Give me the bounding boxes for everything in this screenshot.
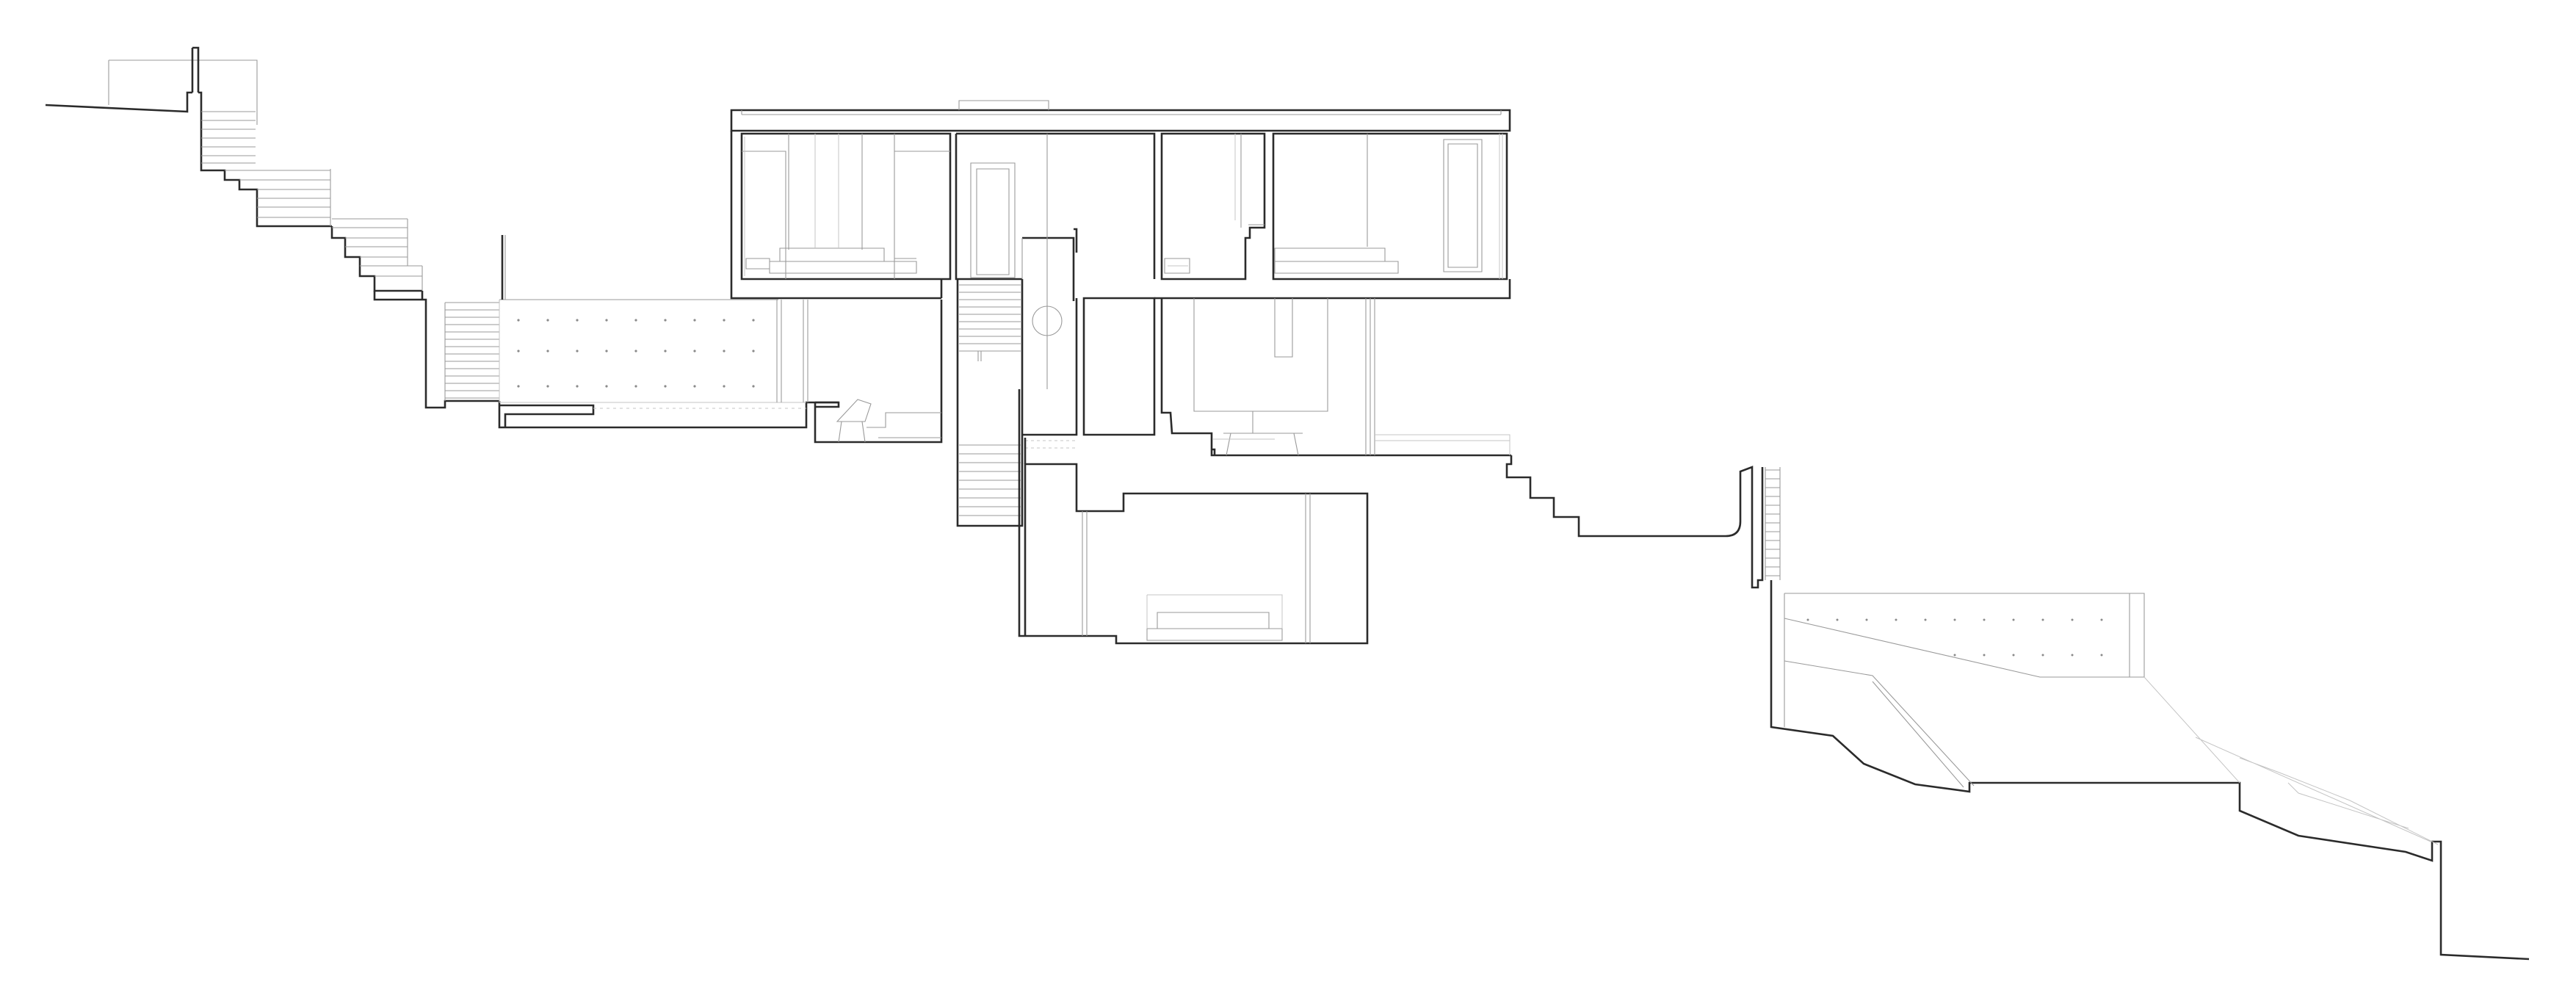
left-ground-line xyxy=(45,91,192,113)
lounge-room xyxy=(814,300,943,444)
upper-exterior-stairs xyxy=(198,91,423,292)
central-stair-treads xyxy=(959,284,1021,344)
pool-coping xyxy=(499,300,806,403)
pool-wall-left xyxy=(373,291,499,409)
stair-void xyxy=(1021,134,1048,389)
pool-stair-treads xyxy=(445,302,499,399)
bathroom-tile xyxy=(1168,134,1236,267)
roof-slab xyxy=(730,109,1511,132)
pool-terrace xyxy=(373,235,839,429)
pool-step-ledge xyxy=(499,404,595,427)
bedroom-1-walls xyxy=(740,132,952,281)
bed-3 xyxy=(1146,612,1283,641)
living-room-interior xyxy=(1193,298,1375,455)
lower-level xyxy=(1018,389,1369,645)
living-glazing xyxy=(1213,434,1510,455)
pool-tile-dots xyxy=(517,319,755,388)
lower-pool-dots xyxy=(1806,618,2103,657)
lounge-bench xyxy=(866,412,941,438)
central-stair-stringer xyxy=(956,279,1024,527)
roof-skylight xyxy=(958,100,1049,110)
central-core xyxy=(1082,297,1156,436)
upper-volume xyxy=(730,100,1511,389)
lounge-step xyxy=(815,401,840,408)
roof-parapet xyxy=(741,110,1502,115)
right-terrain xyxy=(1505,455,1781,589)
bathroom-fixtures xyxy=(1164,134,1265,274)
bedroom-2-window xyxy=(1367,134,1483,272)
middle-level xyxy=(956,279,1511,527)
lower-garden xyxy=(1770,580,2530,961)
lower-walls xyxy=(1018,389,1369,645)
stair-profile-lower xyxy=(330,226,422,292)
living-room-walls xyxy=(1160,298,1511,457)
lounge-chair xyxy=(836,399,872,443)
lounge-walls xyxy=(814,300,943,444)
bedroom-2-walls xyxy=(1272,132,1508,281)
left-wall-outline xyxy=(108,59,258,125)
mid-floor-left xyxy=(1022,298,1078,436)
right-stair-treads xyxy=(1765,467,1781,580)
dining-table xyxy=(1223,411,1303,456)
bed-1 xyxy=(745,247,917,274)
bedroom-2-glazing xyxy=(1499,134,1503,279)
lower-pool-profile xyxy=(1770,580,2530,961)
stair-landing xyxy=(959,350,1021,361)
lower-pool-surface xyxy=(1784,618,2144,788)
left-retaining-post xyxy=(191,46,200,93)
lower-glazing xyxy=(1082,493,1311,643)
right-exterior-steps xyxy=(1505,455,1764,589)
stair-railing-upper xyxy=(1022,228,1078,301)
stair-profile xyxy=(198,91,332,228)
pendant-light xyxy=(1032,305,1063,336)
stair-hall-walls xyxy=(955,132,1156,281)
bed-3-frame xyxy=(1146,594,1283,629)
mid-floor-dashed xyxy=(1025,440,1077,449)
bathroom-walls xyxy=(1160,132,1266,281)
bedroom-1-detail xyxy=(744,134,839,276)
lower-garden-slope xyxy=(2143,676,2439,845)
bed-2 xyxy=(1274,247,1399,274)
living-step xyxy=(1212,448,1216,455)
stair-risers xyxy=(330,169,423,291)
stair-treads xyxy=(201,111,422,277)
bedroom-1-wardrobe xyxy=(742,134,950,279)
upper-floor-slab xyxy=(730,131,1511,300)
pool-back-glass xyxy=(776,300,808,402)
left-hillside xyxy=(45,46,258,125)
central-stair-lower-treads xyxy=(959,444,1021,516)
pool-water-edge xyxy=(444,299,778,401)
lower-pool-outline xyxy=(1784,593,2145,727)
hall-door xyxy=(970,162,1016,278)
